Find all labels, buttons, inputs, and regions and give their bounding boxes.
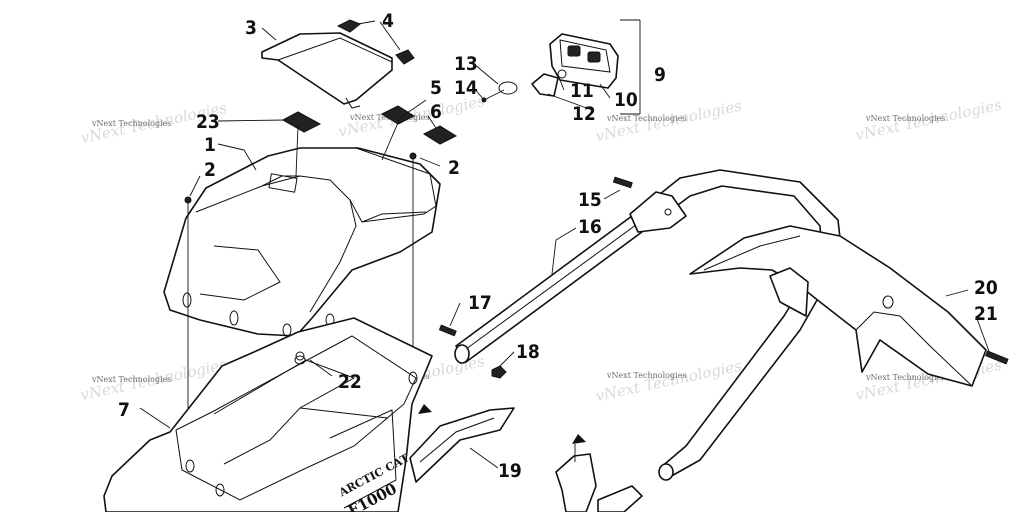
callout-15: 15 — [578, 189, 602, 211]
callout-17: 17 — [468, 292, 492, 314]
part-6-decal — [422, 125, 458, 145]
small-hardware — [295, 324, 507, 379]
callout-16: 16 — [578, 216, 602, 238]
callout-13: 13 — [454, 53, 478, 75]
watermark: vNext Technologies — [91, 119, 171, 128]
callout-18: 18 — [516, 341, 540, 363]
callout-20: 20 — [974, 277, 998, 299]
part-16-grab-bar — [454, 169, 843, 481]
part-18-nut — [491, 365, 507, 379]
watermark: vNext Technologies — [91, 375, 171, 384]
part-5-decal — [380, 105, 416, 125]
watermark: vNext Technologies — [606, 114, 686, 123]
callout-22: 22 — [338, 371, 362, 393]
callout-12: 12 — [572, 103, 596, 125]
callout-4: 4 — [382, 10, 394, 32]
part-19-side-brackets — [409, 404, 643, 512]
callout-6: 6 — [430, 101, 442, 123]
part-7-tub: ARCTIC CAT F1000 — [103, 317, 433, 512]
callout-23: 23 — [196, 111, 220, 133]
part-9-taillight — [481, 19, 641, 115]
callout-2-right: 2 — [448, 157, 460, 179]
decals — [281, 105, 458, 145]
callout-9: 9 — [654, 64, 666, 86]
watermark: vNext Technologies — [865, 373, 945, 382]
callout-3: 3 — [245, 17, 257, 39]
part-22-grommet — [295, 351, 305, 361]
callout-19: 19 — [498, 460, 522, 482]
watermark: vNext Technologies — [865, 114, 945, 123]
callout-21: 21 — [974, 303, 998, 325]
part-13-grommet — [498, 81, 518, 95]
part-20-rear-flap — [689, 225, 1009, 387]
part-23-decal — [281, 111, 322, 133]
callout-7: 7 — [118, 399, 130, 421]
part-15-mount — [629, 191, 687, 233]
callout-1: 1 — [204, 134, 216, 156]
callout-14: 14 — [454, 77, 478, 99]
part-21-screw — [985, 350, 1009, 365]
callout-10: 10 — [614, 89, 638, 111]
part-1-seat-cowl — [163, 147, 441, 337]
callout-11: 11 — [570, 80, 594, 102]
callout-2-left: 2 — [204, 159, 216, 181]
watermark-ghost: vNext Technologies — [594, 357, 744, 406]
watermark: vNext Technologies — [606, 371, 686, 380]
part-11-connector — [531, 73, 559, 97]
part-4-clips — [336, 19, 415, 65]
callout-5: 5 — [430, 77, 442, 99]
part-17-bolt — [438, 324, 457, 337]
leader-lines — [139, 20, 991, 469]
part-3-cover-plate — [261, 32, 393, 109]
callouts: 3 4 23 1 2 5 6 2 7 22 13 14 11 12 10 9 1… — [118, 10, 998, 482]
